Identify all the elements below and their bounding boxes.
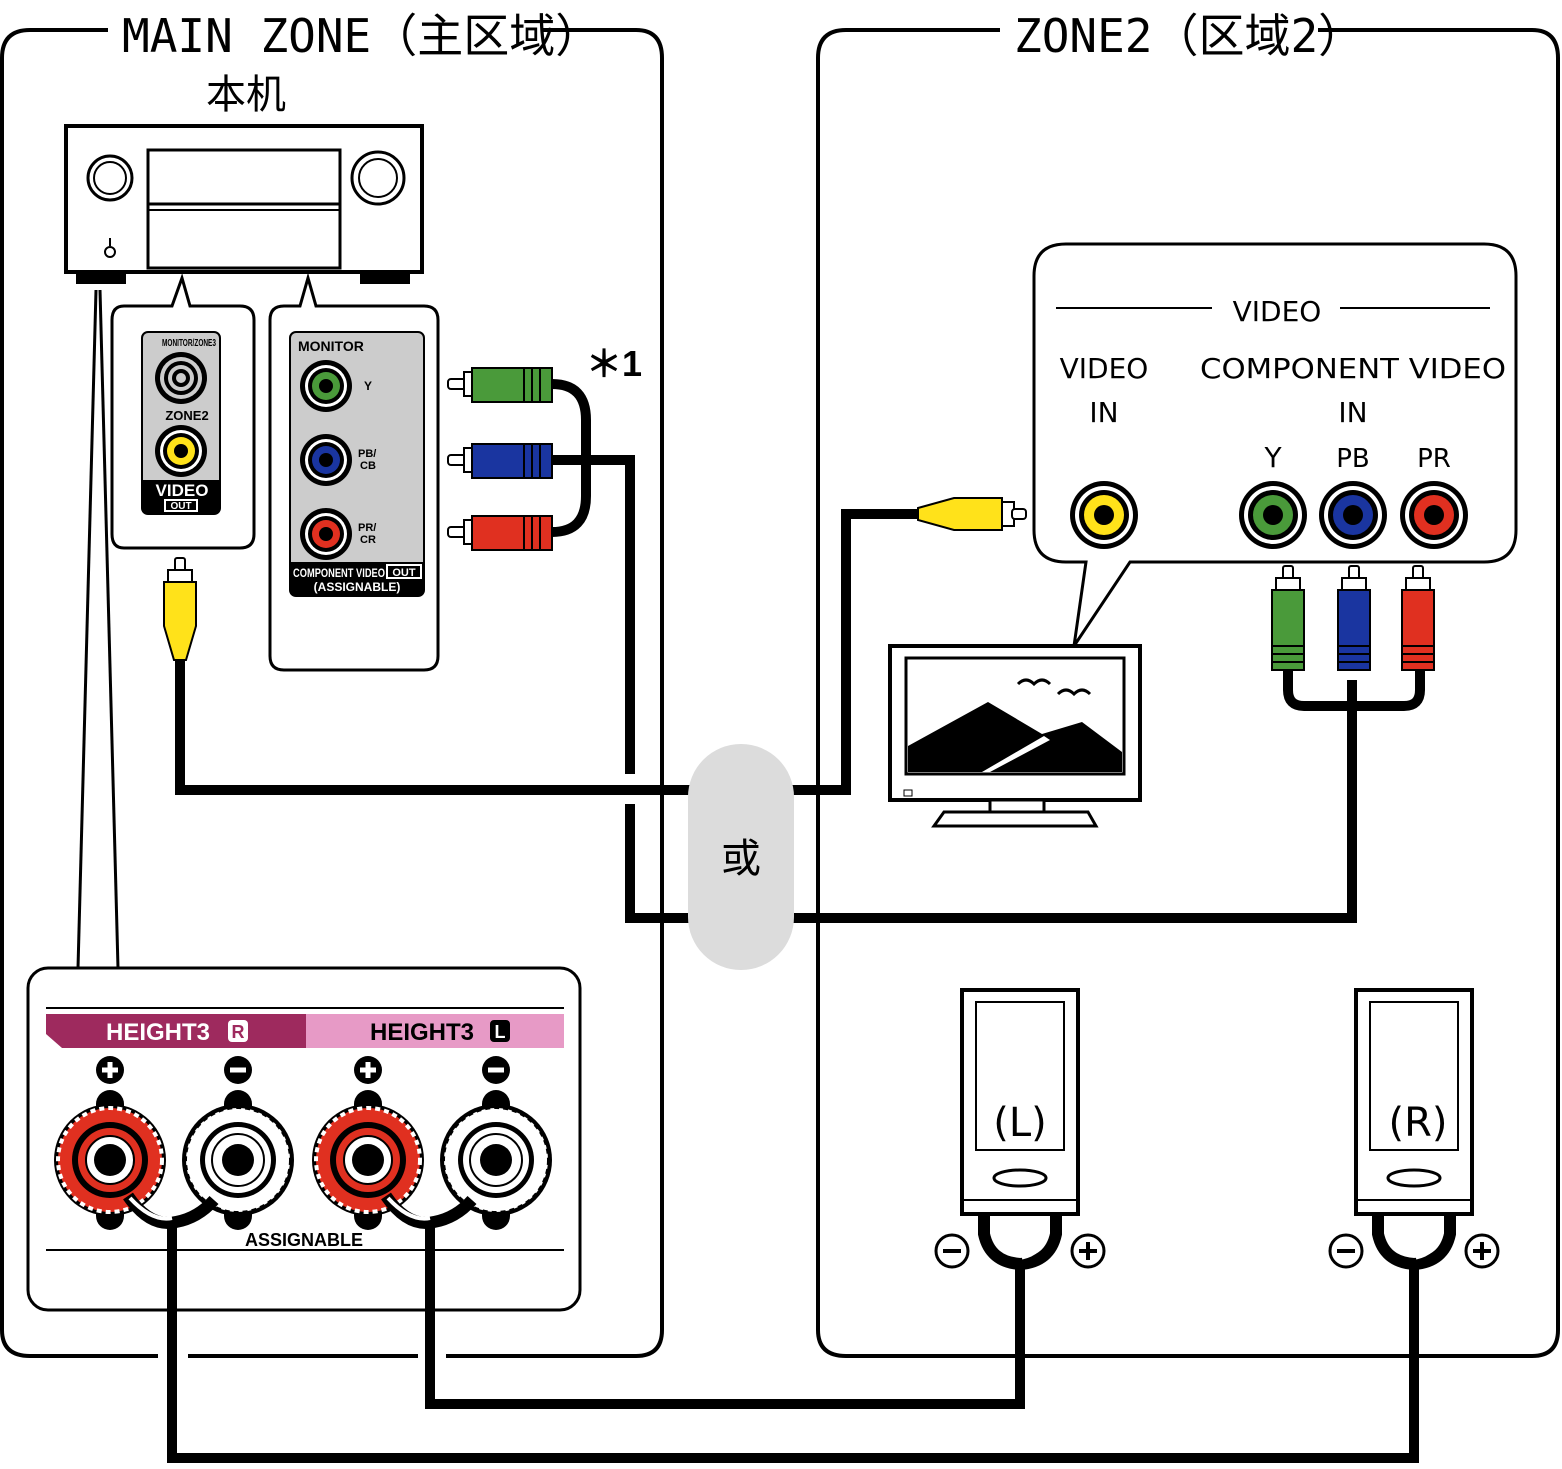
component-video-out-label: COMPONENT VIDEO bbox=[293, 566, 385, 580]
left-speaker bbox=[960, 988, 1080, 1271]
right-speaker bbox=[1354, 988, 1474, 1271]
tv-input-callout bbox=[1032, 242, 1518, 647]
tv-video-in-jack bbox=[1070, 481, 1138, 549]
height3-l-minus-terminal bbox=[440, 1090, 552, 1230]
minus-icon bbox=[224, 1056, 252, 1084]
zone2-jack-label: ZONE2 bbox=[165, 408, 208, 423]
or-bubble bbox=[688, 744, 794, 970]
y-jack-label: Y bbox=[364, 379, 372, 393]
component-out-callout bbox=[268, 272, 440, 672]
composite-plug-tv bbox=[917, 497, 1027, 531]
right-speaker-minus-icon bbox=[1328, 1233, 1364, 1269]
tv-video-in-line2: IN bbox=[1089, 396, 1118, 429]
left-speaker-minus-icon bbox=[934, 1233, 970, 1269]
or-label: 或 bbox=[721, 836, 761, 882]
tv-component-line1: COMPONENT VIDEO bbox=[1200, 352, 1506, 385]
pb-jack-label: PB/ bbox=[358, 448, 376, 460]
terminal-wire-loops bbox=[123, 1192, 477, 1229]
component-plugs-tv bbox=[1271, 565, 1435, 711]
monitor-label: MONITOR bbox=[298, 338, 364, 354]
height3-l-plus-terminal bbox=[312, 1090, 424, 1230]
y-plug-tv bbox=[1271, 565, 1305, 671]
tv-video-in-line1: VIDEO bbox=[1060, 352, 1149, 385]
receiver-label: 本机 bbox=[206, 72, 286, 118]
plus-icon bbox=[354, 1056, 382, 1084]
zone2-box bbox=[816, 28, 1560, 1358]
zone2-title: ZONE2（区域2） bbox=[1014, 9, 1364, 63]
pr-plug-tv bbox=[1401, 565, 1435, 671]
minus-icon bbox=[482, 1056, 510, 1084]
video-out-label: VIDEO bbox=[156, 481, 209, 500]
r-badge-label: R bbox=[232, 1022, 245, 1042]
receiver-unit bbox=[64, 124, 424, 284]
cr-jack-label: CR bbox=[360, 534, 376, 546]
pb-plug-tv bbox=[1337, 565, 1371, 671]
right-speaker-plus-icon bbox=[1464, 1233, 1500, 1269]
video-out-callout bbox=[110, 273, 256, 550]
l-badge-box bbox=[490, 1020, 510, 1042]
assignable-label: ASSIGNABLE bbox=[245, 1230, 363, 1250]
left-speaker-label: (L) bbox=[993, 1100, 1047, 1146]
tv-y-jack bbox=[1239, 481, 1307, 549]
note-marker: ＊1 bbox=[586, 343, 642, 384]
height3-r-minus-terminal bbox=[182, 1090, 294, 1230]
left-speaker-plus-icon bbox=[1070, 1233, 1106, 1269]
plus-icon bbox=[96, 1056, 124, 1084]
tv-pr-jack bbox=[1400, 481, 1468, 549]
monitor-zone3-label: MONITOR/ZONE3 bbox=[162, 338, 216, 349]
video-out-out-label: OUT bbox=[170, 501, 191, 512]
cb-jack-label: CB bbox=[360, 460, 376, 472]
tv-pr-label: PR bbox=[1417, 444, 1451, 474]
component-out-badge: OUT bbox=[392, 567, 416, 579]
r-badge-box bbox=[228, 1020, 248, 1042]
pb-plug-source bbox=[447, 443, 553, 479]
pr-plug-source bbox=[447, 515, 553, 551]
tv-pb-jack bbox=[1319, 481, 1387, 549]
tv-icon bbox=[888, 644, 1142, 828]
tv-component-line2: IN bbox=[1338, 396, 1367, 429]
height3-l-band bbox=[306, 1014, 564, 1048]
component-assignable-label: (ASSIGNABLE) bbox=[314, 580, 401, 594]
receiver-callout-lines bbox=[76, 289, 120, 969]
tv-video-header: VIDEO bbox=[1233, 295, 1322, 328]
tv-y-label: Y bbox=[1263, 441, 1282, 474]
component-cable-source bbox=[551, 379, 1357, 923]
pr-jack-label: PR/ bbox=[358, 522, 376, 534]
height3-r-plus-terminal bbox=[54, 1090, 166, 1230]
composite-cable bbox=[175, 509, 930, 795]
speaker-wires bbox=[167, 1226, 1419, 1463]
height3-l-label: HEIGHT3 bbox=[370, 1019, 474, 1046]
y-plug-source bbox=[447, 367, 553, 403]
right-speaker-label: (R) bbox=[1388, 1100, 1447, 1146]
tv-pb-label: PB bbox=[1336, 444, 1370, 474]
main-zone-title: MAIN ZONE（主区域） bbox=[122, 9, 601, 63]
height3-r-label: HEIGHT3 bbox=[106, 1019, 210, 1046]
composite-plug-source bbox=[163, 557, 197, 661]
l-badge-label: L bbox=[495, 1022, 506, 1042]
main-zone-box bbox=[0, 28, 664, 1358]
